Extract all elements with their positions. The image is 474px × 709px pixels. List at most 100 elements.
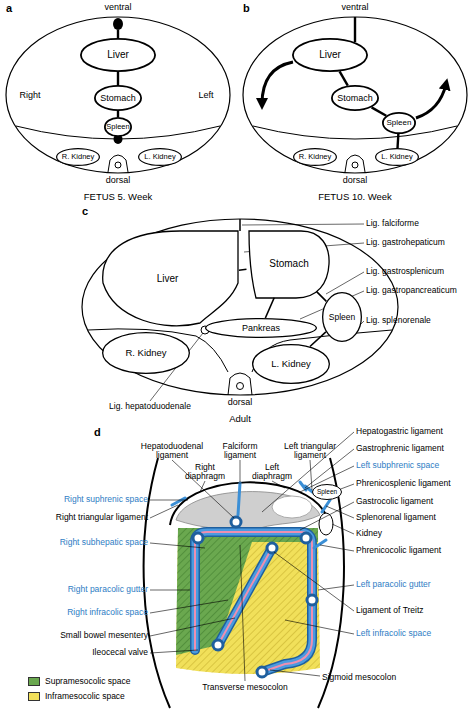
space-label: Right suphrenic space [64,495,148,504]
legend-text: Supramesocolic space [45,676,131,686]
organ-name: L. Kidney [271,359,311,369]
structure-label: Right diaphragm [183,463,228,481]
orientation-label: ventral [104,3,131,13]
legend-swatch [28,677,40,686]
ligament-label: Left triangular ligament [278,442,342,460]
organ-shape: L. Kidney [252,344,330,384]
ligament-label: Ligament of Treitz [356,606,424,615]
ligament-label: Phrenicocolic ligament [356,546,441,555]
organ-name: R. Kidney [299,153,332,161]
ligament-label: Lig. hepatoduodenale [109,402,191,411]
structure-label: Ileocecal valve [92,648,148,657]
organ-name: Liver [319,50,341,60]
legend-swatch [28,692,40,701]
organ-name: Spleen [329,313,355,322]
ligament-label: Hepatoduodenal ligament [137,442,207,460]
panel-letter: d [94,427,101,439]
panel-caption: FETUS 10. Week [318,192,392,202]
organ-name: Stomach [269,259,308,269]
ligament-connector [396,134,399,148]
space-label: Left subphrenic space [356,461,439,470]
ligament-label: Lig. gastrohepaticum [366,238,445,247]
ligament-label: Lig. gastropancreaticum [366,286,457,295]
structure-label: Transverse mesocolon [202,683,288,692]
organ-name: Pankreas [242,324,280,333]
panel-caption: Adult [229,414,251,424]
fetus-5-section [6,17,230,173]
panel-letter: b [243,3,250,15]
organ-name: R. Kidney [62,153,95,161]
organ-shape: R. Kidney [56,148,100,166]
space-label: Right paracolic gutter [68,585,148,594]
ligament-connector [265,298,274,318]
panel-letter: c [82,206,88,218]
organ-name: Stomach [337,94,373,103]
organ-shape: Liver [80,38,156,72]
space-label: Left infracolic space [356,629,431,638]
organ-shape: Spleen [382,112,416,134]
ligament-connector [340,71,348,85]
organ-name: Spleen [317,489,337,496]
ligament-connector [117,72,119,85]
organ-name: Spleen [387,119,412,127]
fetus-10-section [243,17,467,173]
organ-shape: Liver [292,38,368,72]
peritoneal-spaces [144,432,354,708]
orientation-label: dorsal [106,176,131,186]
organ-name: Liver [157,274,179,284]
structure-label: Small bowel mesentery [60,631,148,640]
organ-label: Kidney [356,529,382,538]
organ-shape: Pankreas [205,318,317,338]
adult-section [82,219,398,401]
panel-caption: FETUS 5. Week [84,192,152,202]
legend-row: Supramesocolic space [28,676,131,686]
organ-shape: Stomach [331,85,379,111]
space-label: Right infracolic space [67,608,148,617]
ligament-connector [310,332,326,347]
organ-name: L. Kidney [144,153,175,161]
ligament-label: Lig. falciforme [366,219,419,228]
organ-name: R. Kidney [125,348,166,358]
ligament-connector [372,107,387,115]
ligament-label: Falciform ligament [215,442,265,460]
organ-shape: Spleen [312,484,342,500]
organ-shape: R. Kidney [293,148,337,166]
ligament-label: Phrenicosplenic ligament [356,479,451,488]
organ-shape: Stomach [94,85,142,111]
structure-label: Sigmoid mesocolon [322,673,396,682]
organ-shape: R. Kidney [102,332,190,374]
ligament-connector [239,268,247,271]
organ-name: Liver [107,50,129,60]
organ-shape: Spleen [104,117,132,137]
organ-name: Stomach [100,94,136,103]
orientation-label: Right [19,91,40,101]
organ-name: L. Kidney [381,153,412,161]
organ-shape: Liver [95,228,240,330]
space-label: Left paracolic gutter [356,580,431,589]
ligament-connector [117,111,119,117]
ligament-label: Hepatogastric ligament [356,427,443,436]
organ-shape: Stomach [246,228,332,300]
orientation-label: ventral [341,3,368,13]
space-label: Right subhepatic space [60,538,148,547]
ligament-label: Gastrocolic ligament [356,497,433,506]
organ-name: Spleen [106,123,129,131]
ligament-label: Splenorenal ligament [356,513,436,522]
ligament-label: Lig. gastrosplenicum [366,267,444,276]
orientation-label: dorsal [228,398,253,408]
orientation-label: dorsal [343,176,368,186]
ligament-connector [317,292,327,302]
organ-shape: L. Kidney [375,148,419,166]
structure-label: Left diaphragm [250,463,295,481]
legend-text: Inframesocolic space [45,691,125,701]
ligament-label: Lig. splenorenale [366,316,431,325]
panel-letter: a [6,3,12,15]
ligament-label: Gastrophrenic ligament [356,444,444,453]
legend-row: Inframesocolic space [28,691,125,701]
organ-shape: L. Kidney [138,148,182,166]
